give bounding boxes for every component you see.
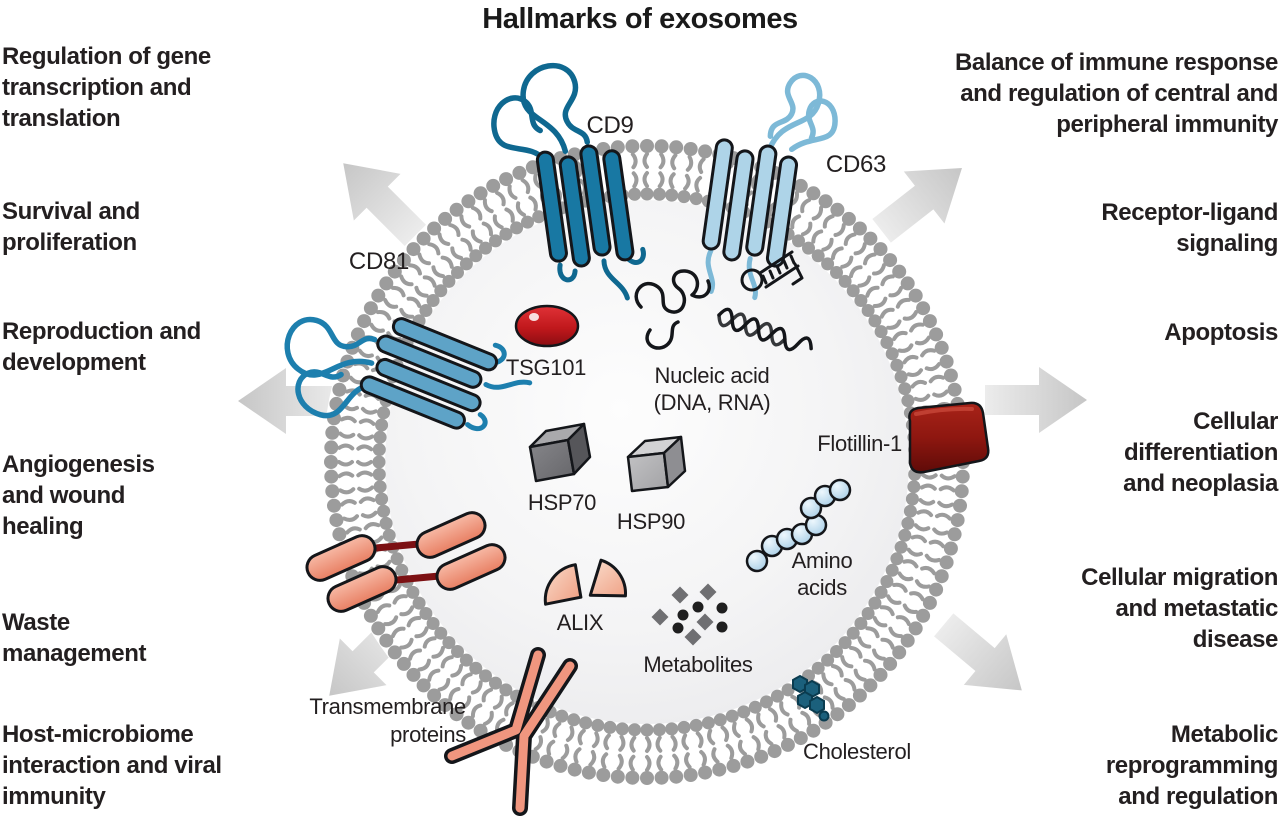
hallmark-reproduction: Reproduction and development <box>2 318 201 376</box>
amino-acid-chain <box>745 478 852 573</box>
arrow-right <box>985 367 1087 433</box>
hsp70-molecule <box>528 422 592 483</box>
tsg101-label: TSG101 <box>505 355 587 380</box>
transmembrane-label: Transmembrane proteins <box>309 694 466 747</box>
alix-molecule <box>543 558 627 606</box>
amino-acids-label: Amino acids <box>791 548 853 600</box>
receptor-fork <box>444 647 578 816</box>
metabolites-label: Metabolites <box>643 652 753 677</box>
hallmark-immune-balance: Balance of immune response and regulatio… <box>954 49 1278 138</box>
arrow-lower-right <box>934 613 1022 691</box>
hallmark-differentiation: Cellular differentiation and neoplasia <box>1123 408 1278 497</box>
hallmark-survival: Survival and proliferation <box>2 198 140 256</box>
arrow-left <box>238 368 340 434</box>
nucleic-acid-molecules <box>634 250 813 352</box>
hallmark-receptor-ligand: Receptor-ligand signaling <box>1101 199 1278 257</box>
hallmark-gene-regulation: Regulation of gene transcription and tra… <box>2 43 211 132</box>
cd63-label: CD63 <box>825 151 887 178</box>
arrow-upper-right <box>872 167 962 243</box>
hsp70-label: HSP70 <box>527 490 597 515</box>
nucleic-acid-label: Nucleic acid (DNA, RNA) <box>653 363 771 415</box>
cholesterol-label: Cholesterol <box>803 739 911 764</box>
flotillin-label: Flotillin-1 <box>817 431 902 456</box>
hallmark-apoptosis: Apoptosis <box>1164 319 1278 346</box>
cd81-protein <box>284 316 533 432</box>
arrow-upper-left <box>343 163 426 246</box>
cholesterol-molecule <box>792 674 830 722</box>
hsp90-label: HSP90 <box>616 509 686 534</box>
alix-label: ALIX <box>556 610 604 635</box>
cd9-label: CD9 <box>586 112 634 139</box>
hallmark-angiogenesis: Angiogenesis and wound healing <box>2 451 155 540</box>
hsp90-molecule <box>626 435 687 493</box>
cd9-protein <box>491 62 646 301</box>
hallmark-migration: Cellular migration and metastatic diseas… <box>1081 564 1278 653</box>
hallmark-metabolic: Metabolic reprogramming and regulation <box>1105 721 1279 810</box>
hallmark-waste: Waste management <box>2 609 147 667</box>
diagram-title: Hallmarks of exosomes <box>482 3 798 35</box>
hallmark-host-microbiome: Host-microbiome interaction and viral im… <box>2 721 222 810</box>
metabolite-particles <box>651 583 728 646</box>
transmembrane-proteins <box>305 511 578 816</box>
cd81-label: CD81 <box>348 248 410 275</box>
cd63-protein <box>701 72 838 301</box>
tsg101-molecule <box>514 304 580 348</box>
flotillin-protein <box>908 401 990 474</box>
